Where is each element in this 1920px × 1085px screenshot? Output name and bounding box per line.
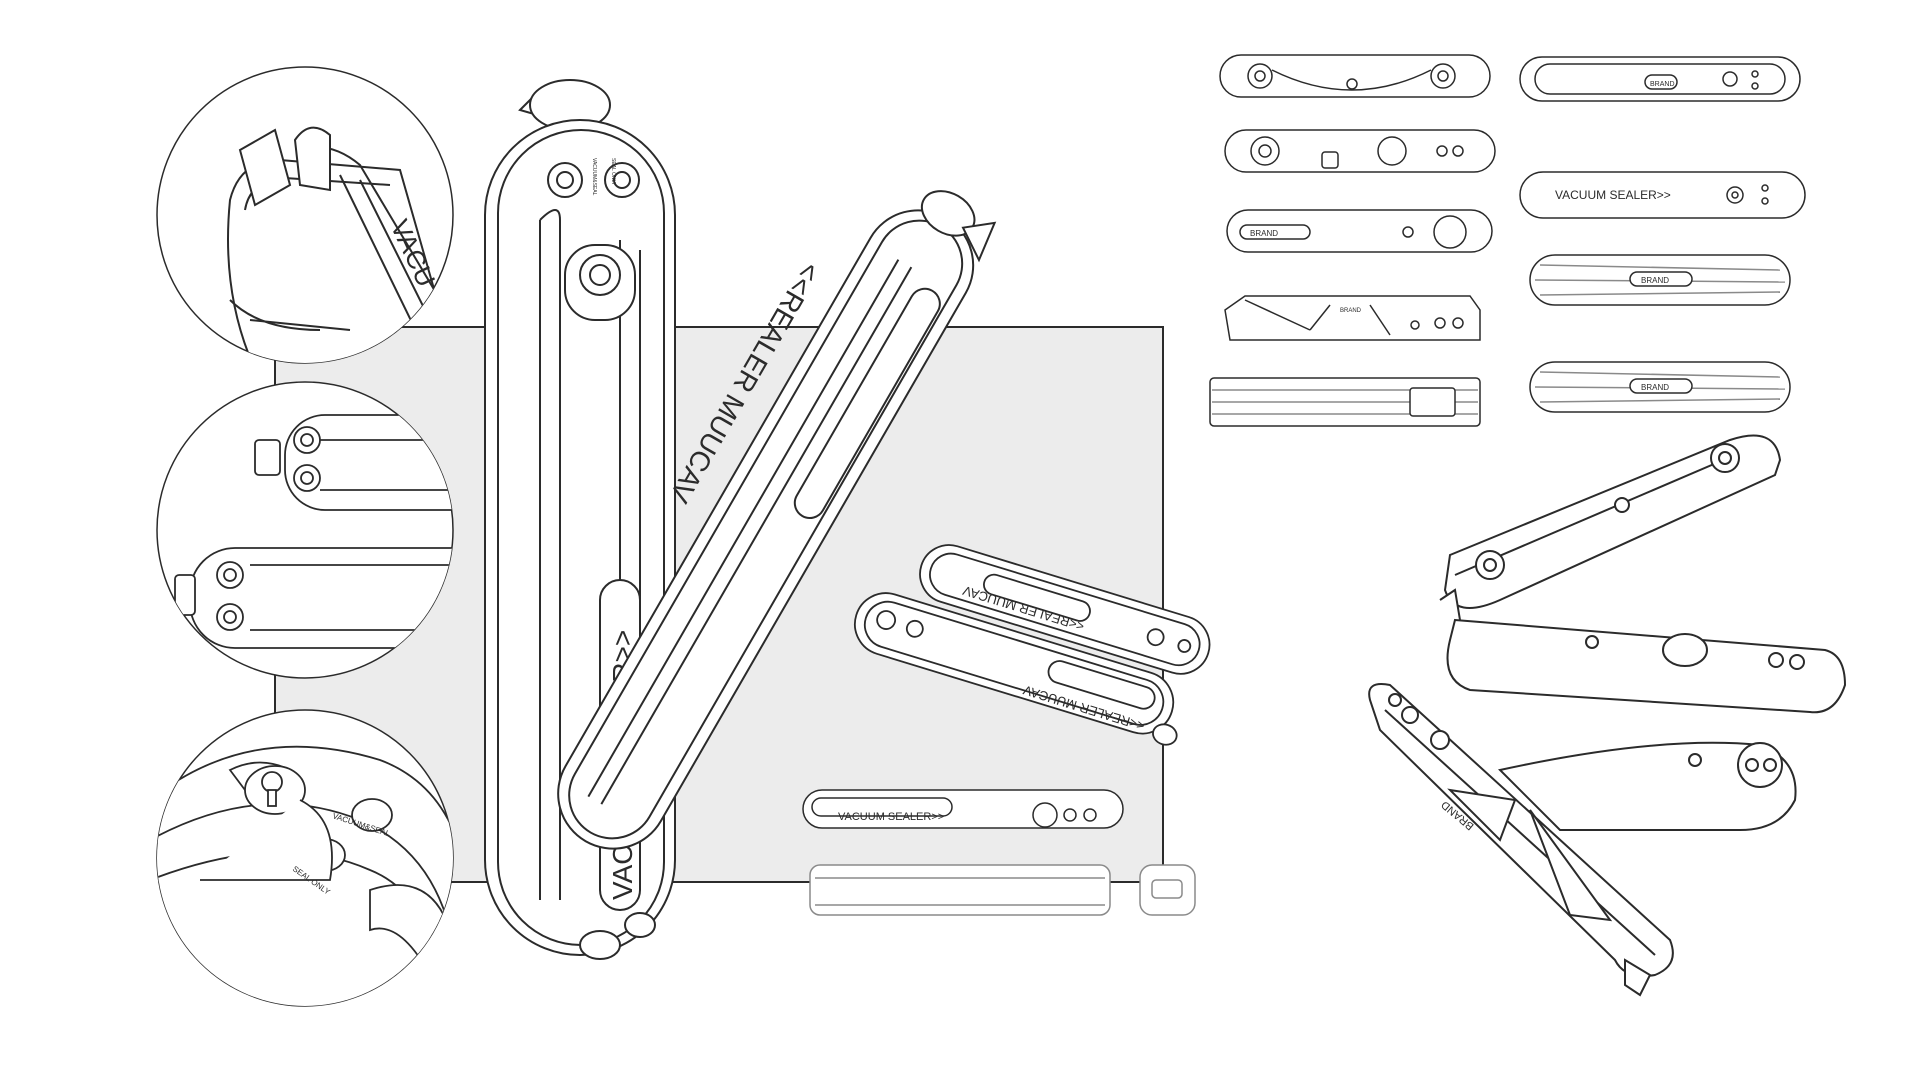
detail-circle-button-cluster: VACUUM&SEAL SEAL ONLY: [156, 709, 454, 1007]
small-sealer-back: [919, 544, 1211, 675]
side-view-label: VACUUM SEALER>>: [838, 811, 944, 823]
thumbnail-brand-label-5: BRAND: [1641, 383, 1669, 392]
diagonal-sealer: [557, 190, 997, 850]
small-sealer-front: [854, 592, 1178, 746]
vacuum-seal-label-main: VACUUM&SEAL: [591, 158, 597, 196]
seal-only-label-main: SEAL ONLY: [610, 158, 616, 186]
open-sealer-perspective: [1368, 434, 1847, 997]
thumbnail-brand-label-4: BRAND: [1641, 276, 1669, 285]
concept-thumbnails-left: [1209, 54, 1496, 427]
concept-thumbnails-right: [1519, 56, 1806, 413]
thumbnail-brand-label-2: BRAND: [1340, 308, 1362, 314]
thumbnail-vacuum-label: VACUUM SEALER>>: [1555, 188, 1671, 202]
side-view-sealer: [802, 789, 1196, 916]
thumbnail-brand-label-1: BRAND: [1250, 229, 1278, 238]
thumbnail-brand-label-3: BRAND: [1650, 81, 1675, 88]
